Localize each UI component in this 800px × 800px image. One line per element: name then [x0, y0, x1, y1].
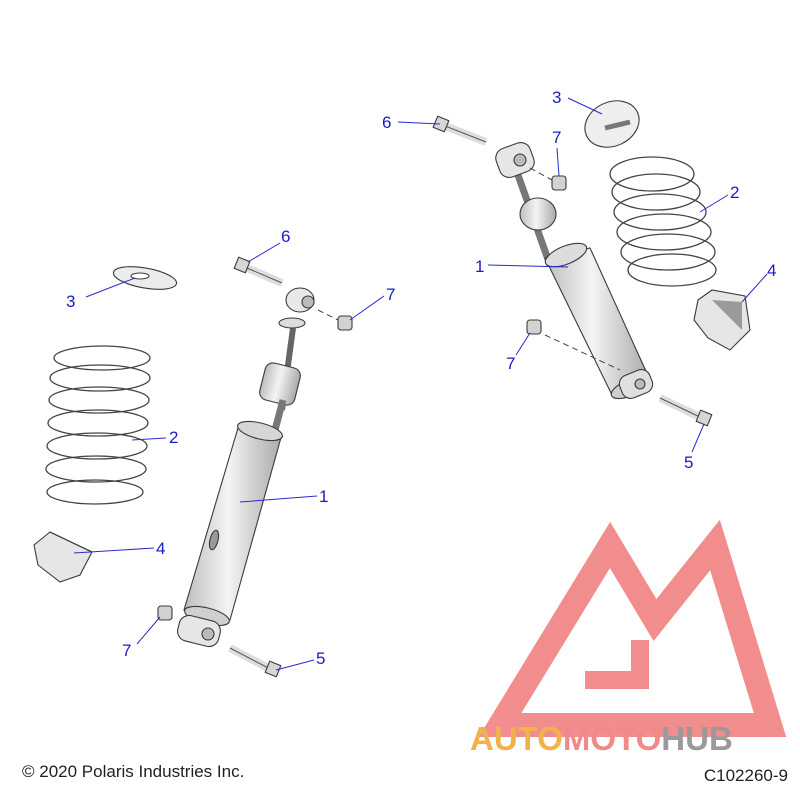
callout-left-2: 2: [169, 428, 178, 447]
svg-text:AUTOMOTOHUB: AUTOMOTOHUB: [470, 720, 733, 757]
callout-right-4: 4: [767, 261, 776, 280]
watermark-wordmark: AUTOMOTOHUB: [470, 720, 733, 757]
right-lower-dash: [544, 334, 621, 371]
watermark-hub: HUB: [661, 720, 733, 757]
callout-right-5: 5: [684, 453, 693, 472]
right-lower-nut: [526, 319, 542, 335]
callout-left-1: 1: [319, 487, 328, 506]
right-spring-retainer: [584, 100, 640, 148]
callout-left-4: 4: [156, 539, 165, 558]
watermark-logo: [478, 519, 787, 737]
right-upper-nut: [551, 175, 567, 191]
right-upper-bolt: [432, 115, 488, 146]
left-upper-dash: [317, 309, 339, 321]
left-shock-absorber: [177, 287, 315, 648]
right-shock-absorber: [495, 142, 654, 400]
callout-left-6: 6: [281, 227, 290, 246]
watermark-auto: AUTO: [470, 720, 563, 757]
right-coil-spring: [609, 156, 717, 287]
watermark-moto: MOTO: [563, 720, 661, 757]
callout-right-1: 1: [475, 257, 484, 276]
callout-left-7a: 7: [386, 285, 395, 304]
callout-right-3: 3: [552, 88, 561, 107]
callout-right-7a: 7: [552, 128, 561, 147]
left-spring-seat: [33, 531, 93, 583]
left-coil-spring: [45, 345, 151, 505]
callout-left-7b: 7: [122, 641, 131, 660]
left-lower-nut: [157, 605, 173, 621]
left-lower-bolt: [228, 644, 282, 678]
right-lower-bolt: [658, 394, 713, 427]
left-leader-lines: [73, 242, 385, 671]
callout-left-3: 3: [66, 292, 75, 311]
right-spring-seat: [693, 289, 751, 351]
copyright-text: © 2020 Polaris Industries Inc.: [22, 762, 245, 781]
callout-right-2: 2: [730, 183, 739, 202]
right-upper-dash: [529, 167, 553, 181]
callout-right-7b: 7: [506, 354, 515, 373]
right-leader-lines: [397, 97, 768, 453]
left-upper-nut: [337, 315, 353, 331]
callout-left-5: 5: [316, 649, 325, 668]
left-upper-bolt: [233, 256, 284, 287]
diagram-id: C102260-9: [703, 766, 788, 785]
callout-right-6: 6: [382, 113, 391, 132]
left-spring-retainer: [112, 266, 178, 290]
